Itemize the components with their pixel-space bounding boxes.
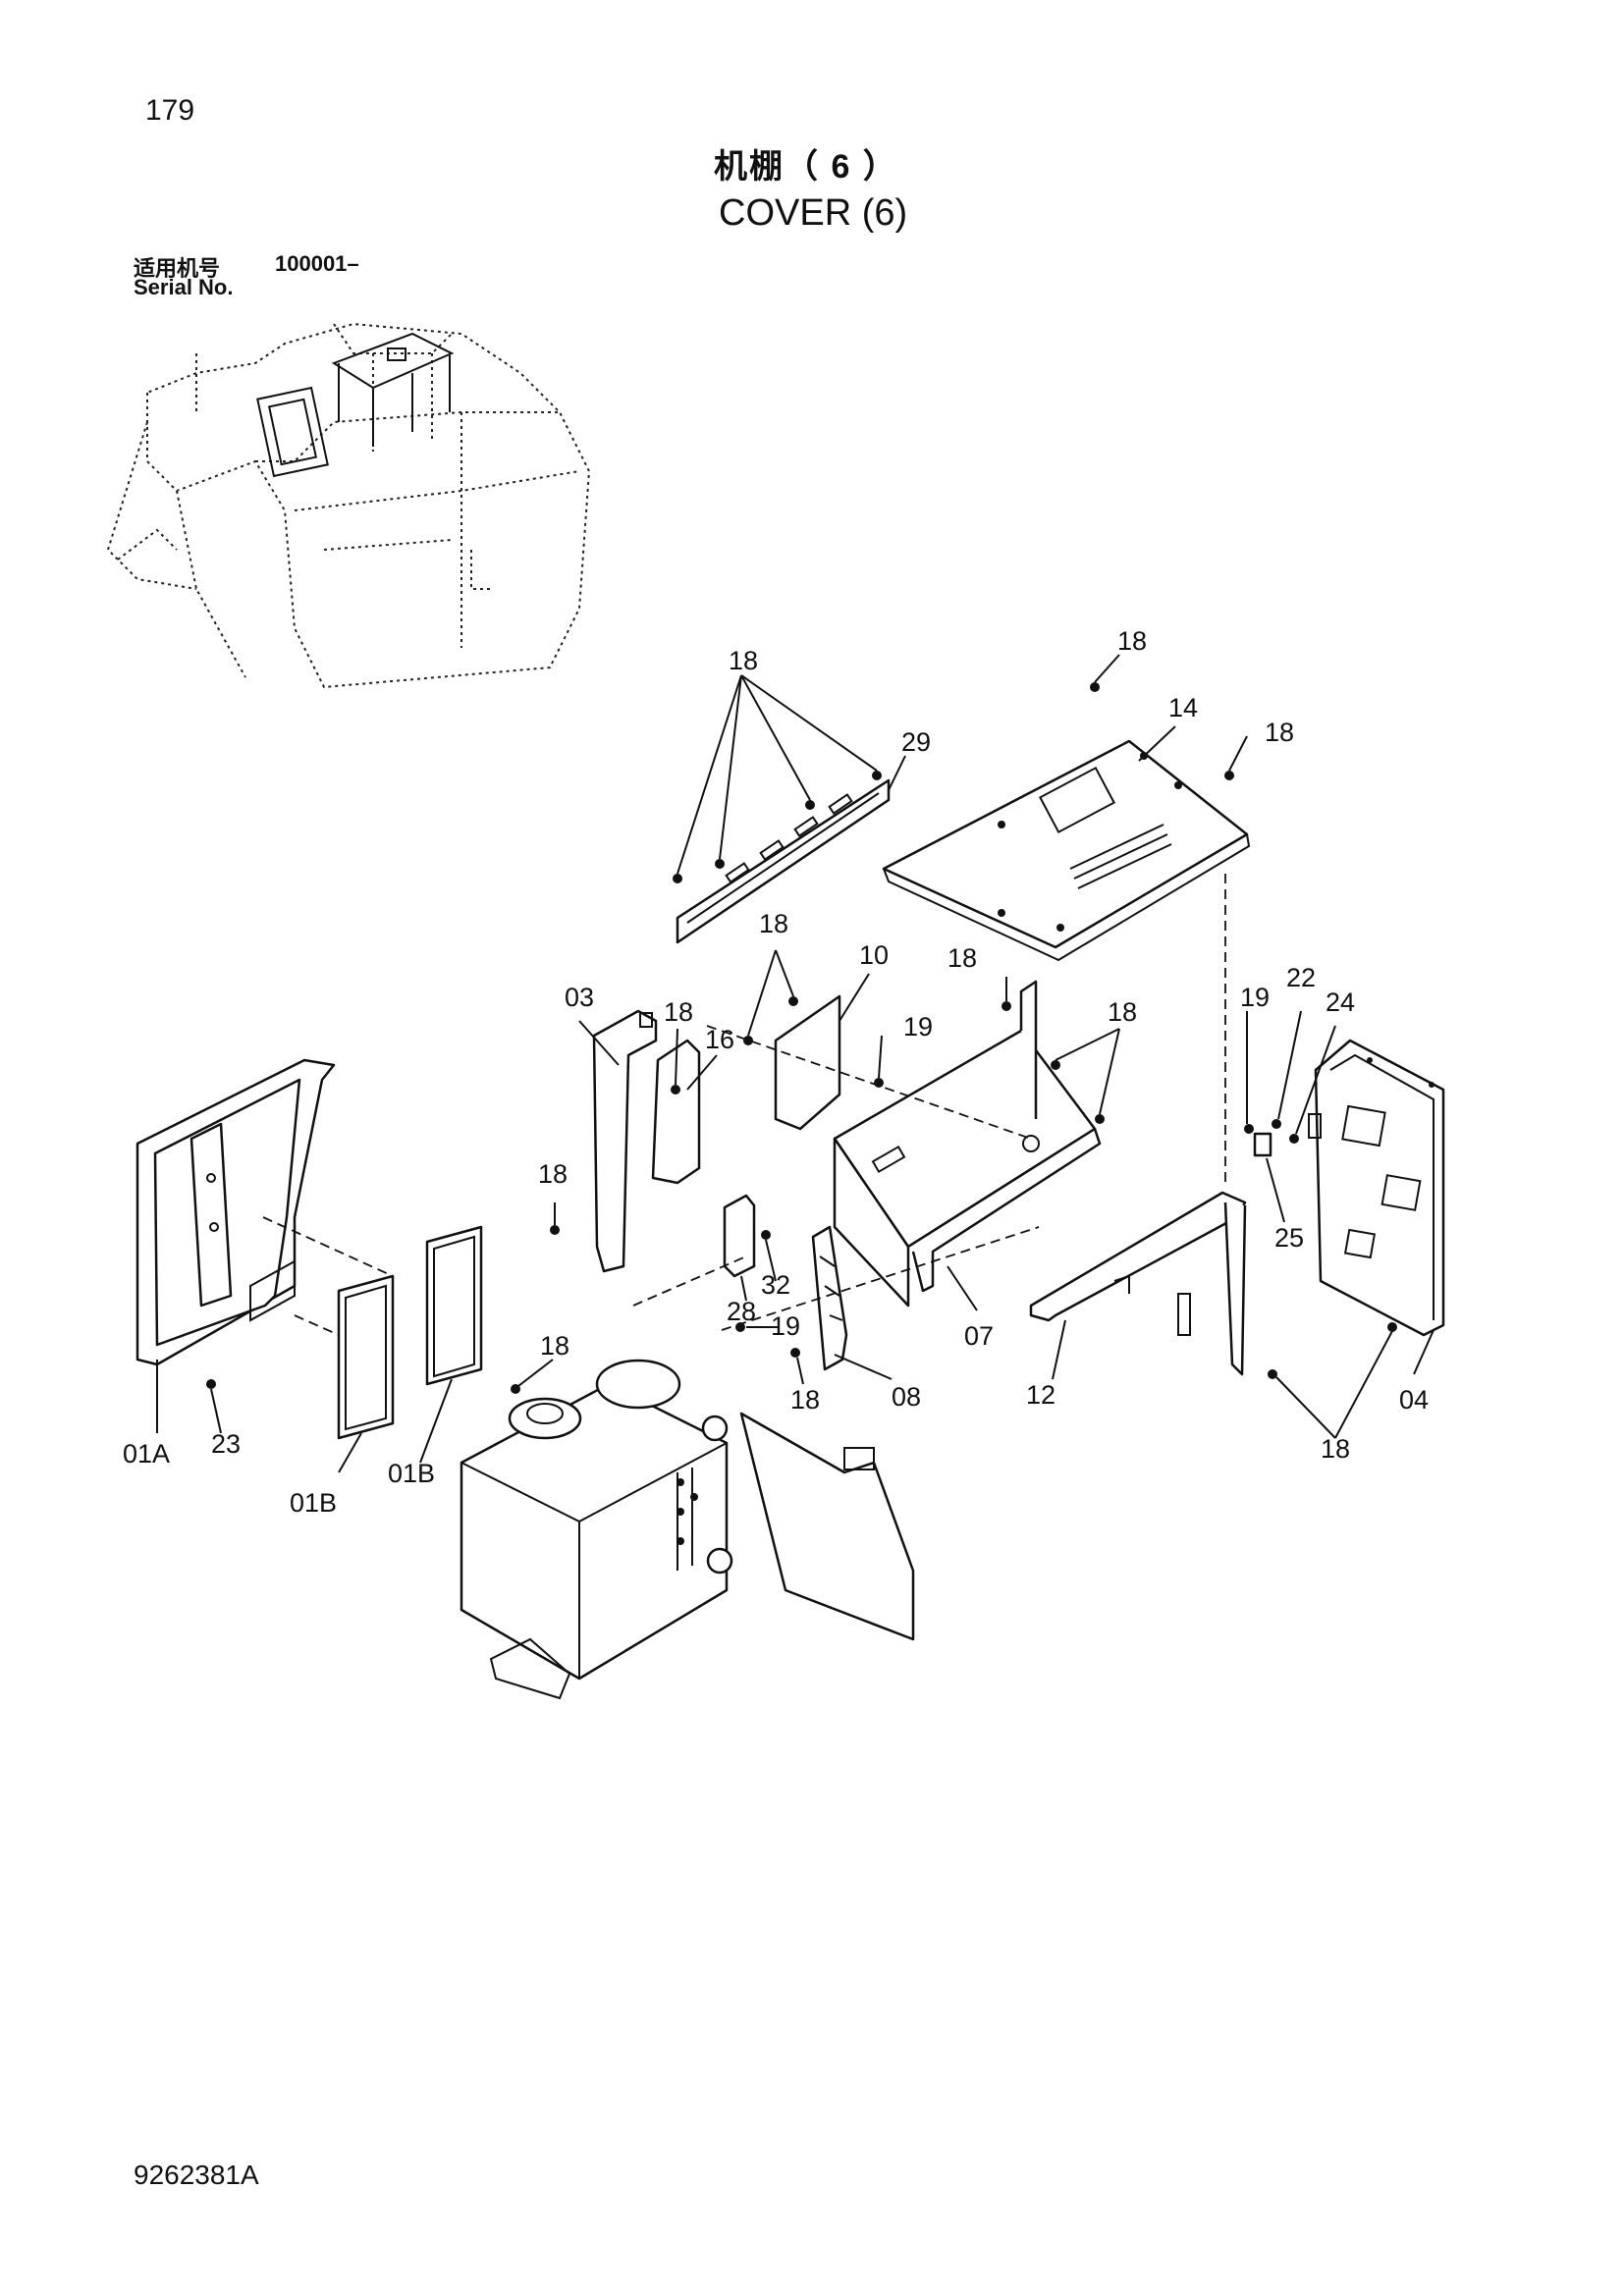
callout-01A: 01A (123, 1439, 170, 1468)
part-25-clip (1253, 1132, 1272, 1157)
callout-19: 19 (1240, 983, 1270, 1012)
callout-04: 04 (1399, 1385, 1429, 1415)
callout-01B: 01B (290, 1488, 337, 1518)
callout-16: 16 (705, 1025, 734, 1054)
callout-18: 18 (1265, 718, 1294, 747)
hydraulic-tank (460, 1359, 915, 1700)
part-28-bracket (723, 1194, 756, 1278)
part-10-bracket (774, 994, 841, 1131)
callout-07: 07 (964, 1321, 994, 1351)
callout-03: 03 (565, 983, 594, 1012)
document-code: 9262381A (134, 2160, 259, 2190)
part-04-side-panel (1308, 1039, 1445, 1337)
bolts (206, 682, 1397, 1394)
callout-23: 23 (211, 1429, 241, 1459)
title-english: COVER (6) (719, 192, 908, 234)
callout-18: 18 (759, 909, 788, 938)
callout-01B: 01B (388, 1459, 435, 1488)
callout-29: 29 (901, 727, 931, 757)
callout-25: 25 (1274, 1223, 1304, 1253)
part-07-tray (833, 980, 1102, 1308)
machine-locator-sketch (106, 322, 591, 689)
part-01B-panel-2 (425, 1225, 483, 1386)
part-16-stay (651, 1039, 701, 1185)
part-01A-frame (135, 1058, 336, 1366)
part-12-stay (1029, 1191, 1247, 1376)
callout-19: 19 (771, 1311, 800, 1341)
serial-label-chinese: 适用机号 (134, 256, 221, 281)
callout-12: 12 (1026, 1380, 1056, 1410)
part-08-stay (811, 1225, 848, 1371)
callout-18: 18 (790, 1385, 820, 1415)
page-number: 179 (145, 94, 195, 127)
callout-28: 28 (727, 1297, 756, 1326)
serial-label-english: Serial No. (134, 275, 234, 299)
callout-18: 18 (1117, 626, 1147, 656)
callout-labels: 18 18 14 18 29 18 10 18 03 18 16 19 18 1… (123, 626, 1429, 1518)
callout-18: 18 (540, 1331, 569, 1361)
callout-18: 18 (947, 943, 977, 973)
callout-10: 10 (859, 940, 889, 970)
callout-22: 22 (1286, 963, 1316, 992)
leader-lines (156, 654, 1435, 1473)
part-29-rail (676, 778, 891, 944)
callout-08: 08 (892, 1382, 921, 1412)
callout-18: 18 (1321, 1434, 1350, 1464)
callout-14: 14 (1168, 693, 1198, 722)
serial-number: 100001– (275, 251, 359, 276)
callout-18: 18 (1108, 997, 1137, 1027)
assembly-lines (262, 874, 1226, 1336)
callout-32: 32 (761, 1270, 790, 1300)
part-14-top-plate (882, 739, 1251, 962)
callout-18: 18 (538, 1159, 568, 1189)
part-01B-panel-1 (337, 1274, 395, 1440)
title-chinese: 机棚（ 6 ） (714, 148, 898, 186)
part-03-stay (592, 1009, 658, 1273)
callout-18: 18 (729, 646, 758, 675)
callout-24: 24 (1326, 988, 1355, 1017)
callout-18: 18 (664, 997, 693, 1027)
callout-19: 19 (903, 1012, 933, 1041)
